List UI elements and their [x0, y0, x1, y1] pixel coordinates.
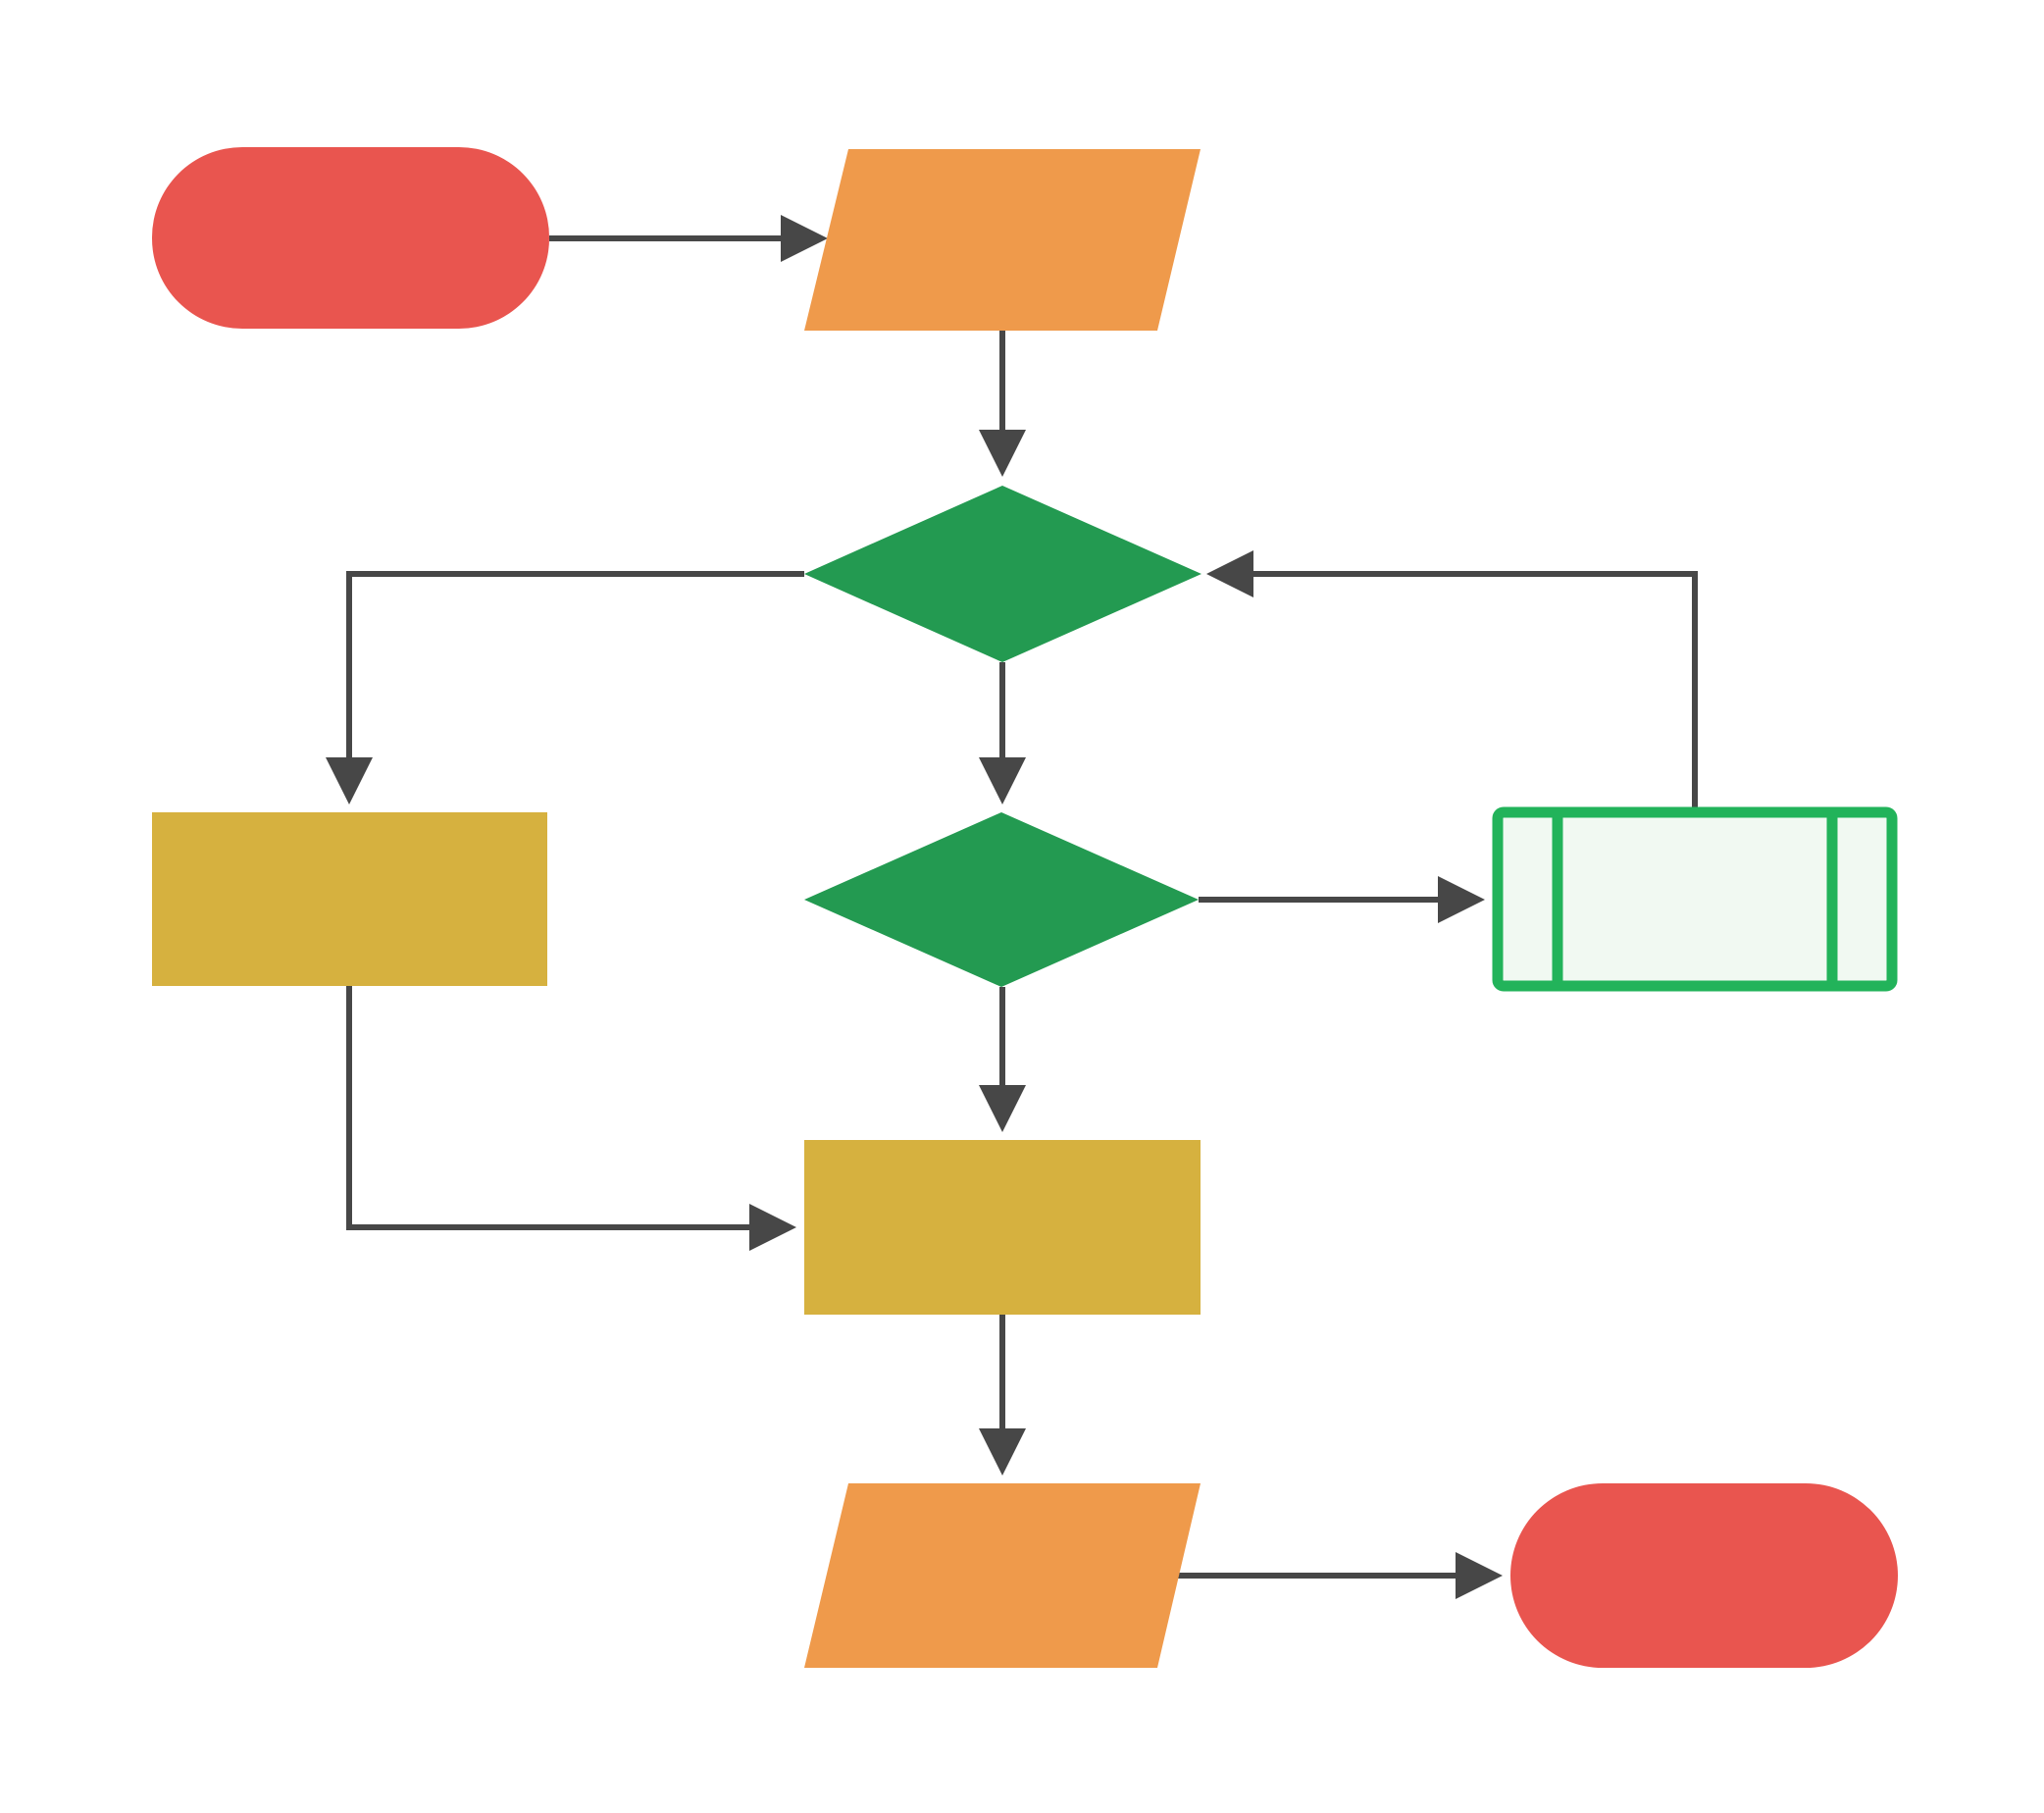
node-end[interactable] — [1510, 1483, 1898, 1668]
node-decision1[interactable] — [804, 486, 1201, 662]
edges-layer — [326, 215, 1698, 1599]
node-decision2[interactable] — [804, 812, 1199, 987]
node-process-left[interactable] — [152, 812, 547, 986]
output-shape[interactable] — [804, 1483, 1201, 1668]
edge-decision1-to-process-left — [326, 571, 804, 804]
process-center-shape[interactable] — [804, 1140, 1201, 1315]
edge-process-left-to-process-center — [346, 986, 796, 1251]
process-left-shape[interactable] — [152, 812, 547, 986]
end-shape[interactable] — [1510, 1483, 1898, 1668]
input-shape[interactable] — [804, 149, 1201, 331]
node-start[interactable] — [152, 147, 549, 329]
edge-subroutine-to-decision1 — [1206, 550, 1698, 807]
decision2-shape[interactable] — [804, 812, 1199, 987]
node-input[interactable] — [804, 149, 1201, 331]
node-process-center[interactable] — [804, 1140, 1201, 1315]
nodes-layer — [152, 147, 1898, 1668]
subroutine-shape[interactable] — [1492, 806, 1898, 992]
start-shape[interactable] — [152, 147, 549, 329]
node-output[interactable] — [804, 1483, 1201, 1668]
node-subroutine[interactable] — [1492, 806, 1898, 992]
decision1-shape[interactable] — [804, 486, 1201, 662]
